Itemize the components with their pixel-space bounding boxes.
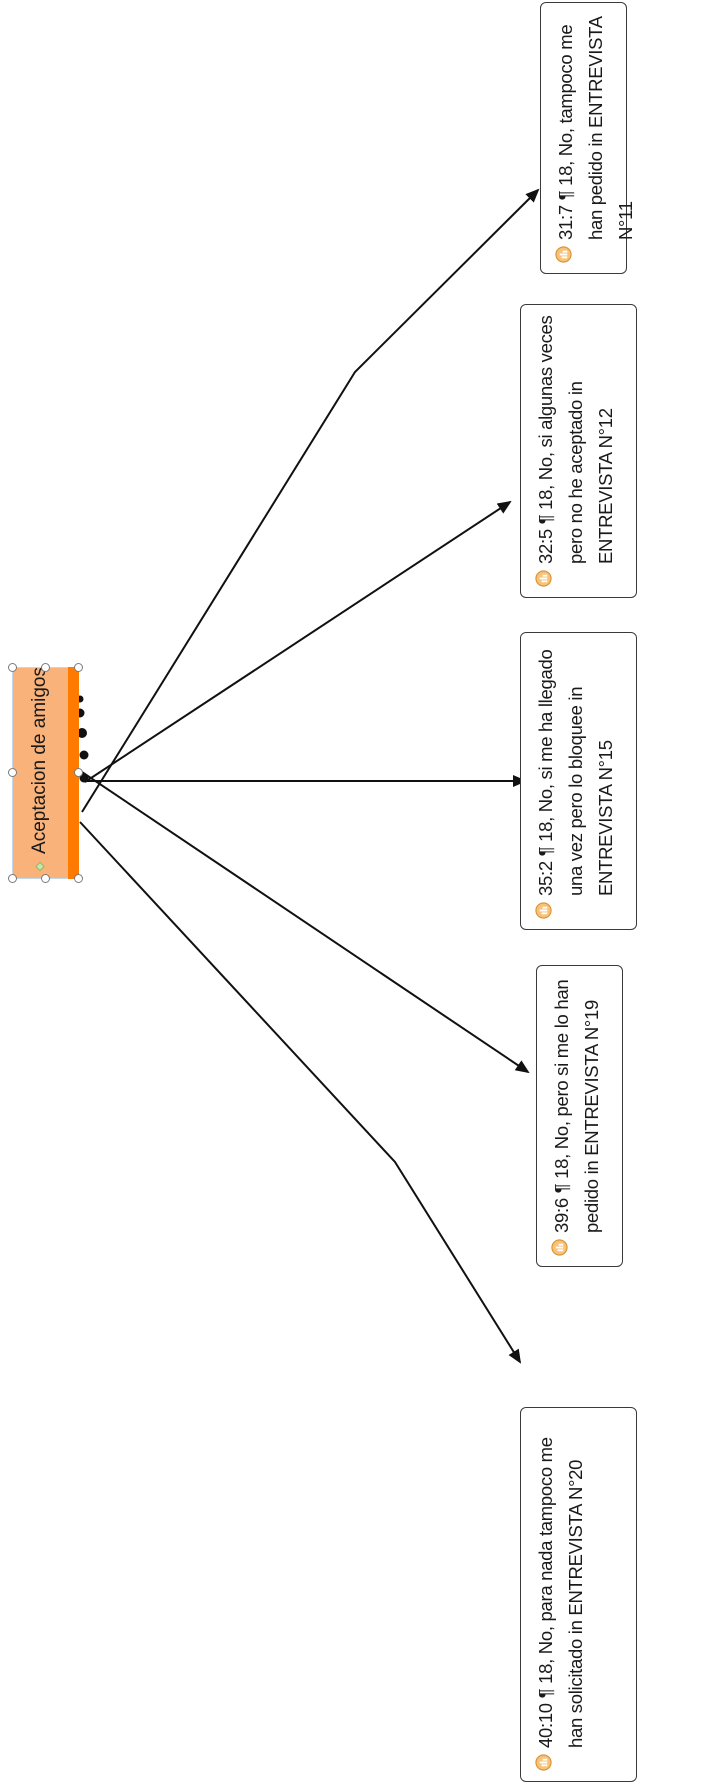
quotation-text: 32:5 ¶ 18, No, si algunas veces pero no … [535,315,616,564]
quotation-icon [551,1239,568,1256]
quotation-text: 39:6 ¶ 18, No, pero si me lo han pedido … [551,979,602,1233]
link-q-40-10[interactable] [79,821,522,1364]
link-start-dot [79,773,89,783]
link-q-31-7[interactable] [81,188,540,813]
quotation-icon [535,570,552,587]
code-label: Aceptacion de amigos [29,667,50,854]
link-start-dot [77,728,87,738]
quotation-text: 35:2 ¶ 18, No, si me ha llegado una vez … [535,649,616,896]
resize-handle[interactable] [8,874,17,883]
code-diamond-icon [35,861,45,871]
resize-handle[interactable] [41,663,50,672]
code-node-aceptacion[interactable]: Aceptacion de amigos [8,663,83,883]
quotation-text: 31:7 ¶ 18, No, tampoco me han pedido in … [555,17,636,240]
quotation-icon [535,902,552,919]
quotation-icon [555,246,572,263]
link-q-32-5[interactable] [84,500,512,783]
quotation-node[interactable]: 39:6 ¶ 18, No, pero si me lo han pedido … [536,965,623,1267]
quotation-node[interactable]: 31:7 ¶ 18, No, tampoco me han pedido in … [540,2,636,274]
quotation-node[interactable]: 35:2 ¶ 18, No, si me ha llegado una vez … [520,632,637,930]
code-label-row: Aceptacion de amigos [12,667,68,879]
resize-handle[interactable] [74,874,83,883]
resize-handle[interactable] [74,768,83,777]
quotation-node[interactable]: 40:10 ¶ 18, No, para nada tampoco me han… [520,1407,637,1782]
resize-handle[interactable] [41,874,50,883]
resize-handle[interactable] [74,663,83,672]
quotation-text: 40:10 ¶ 18, No, para nada tampoco me han… [535,1437,586,1748]
link-q-39-6[interactable] [80,769,530,1074]
link-start-dot [79,750,89,760]
resize-handle[interactable] [8,768,17,777]
quotation-node[interactable]: 32:5 ¶ 18, No, si algunas veces pero no … [520,304,637,598]
quotation-icon [535,1754,552,1771]
resize-handle[interactable] [8,663,17,672]
